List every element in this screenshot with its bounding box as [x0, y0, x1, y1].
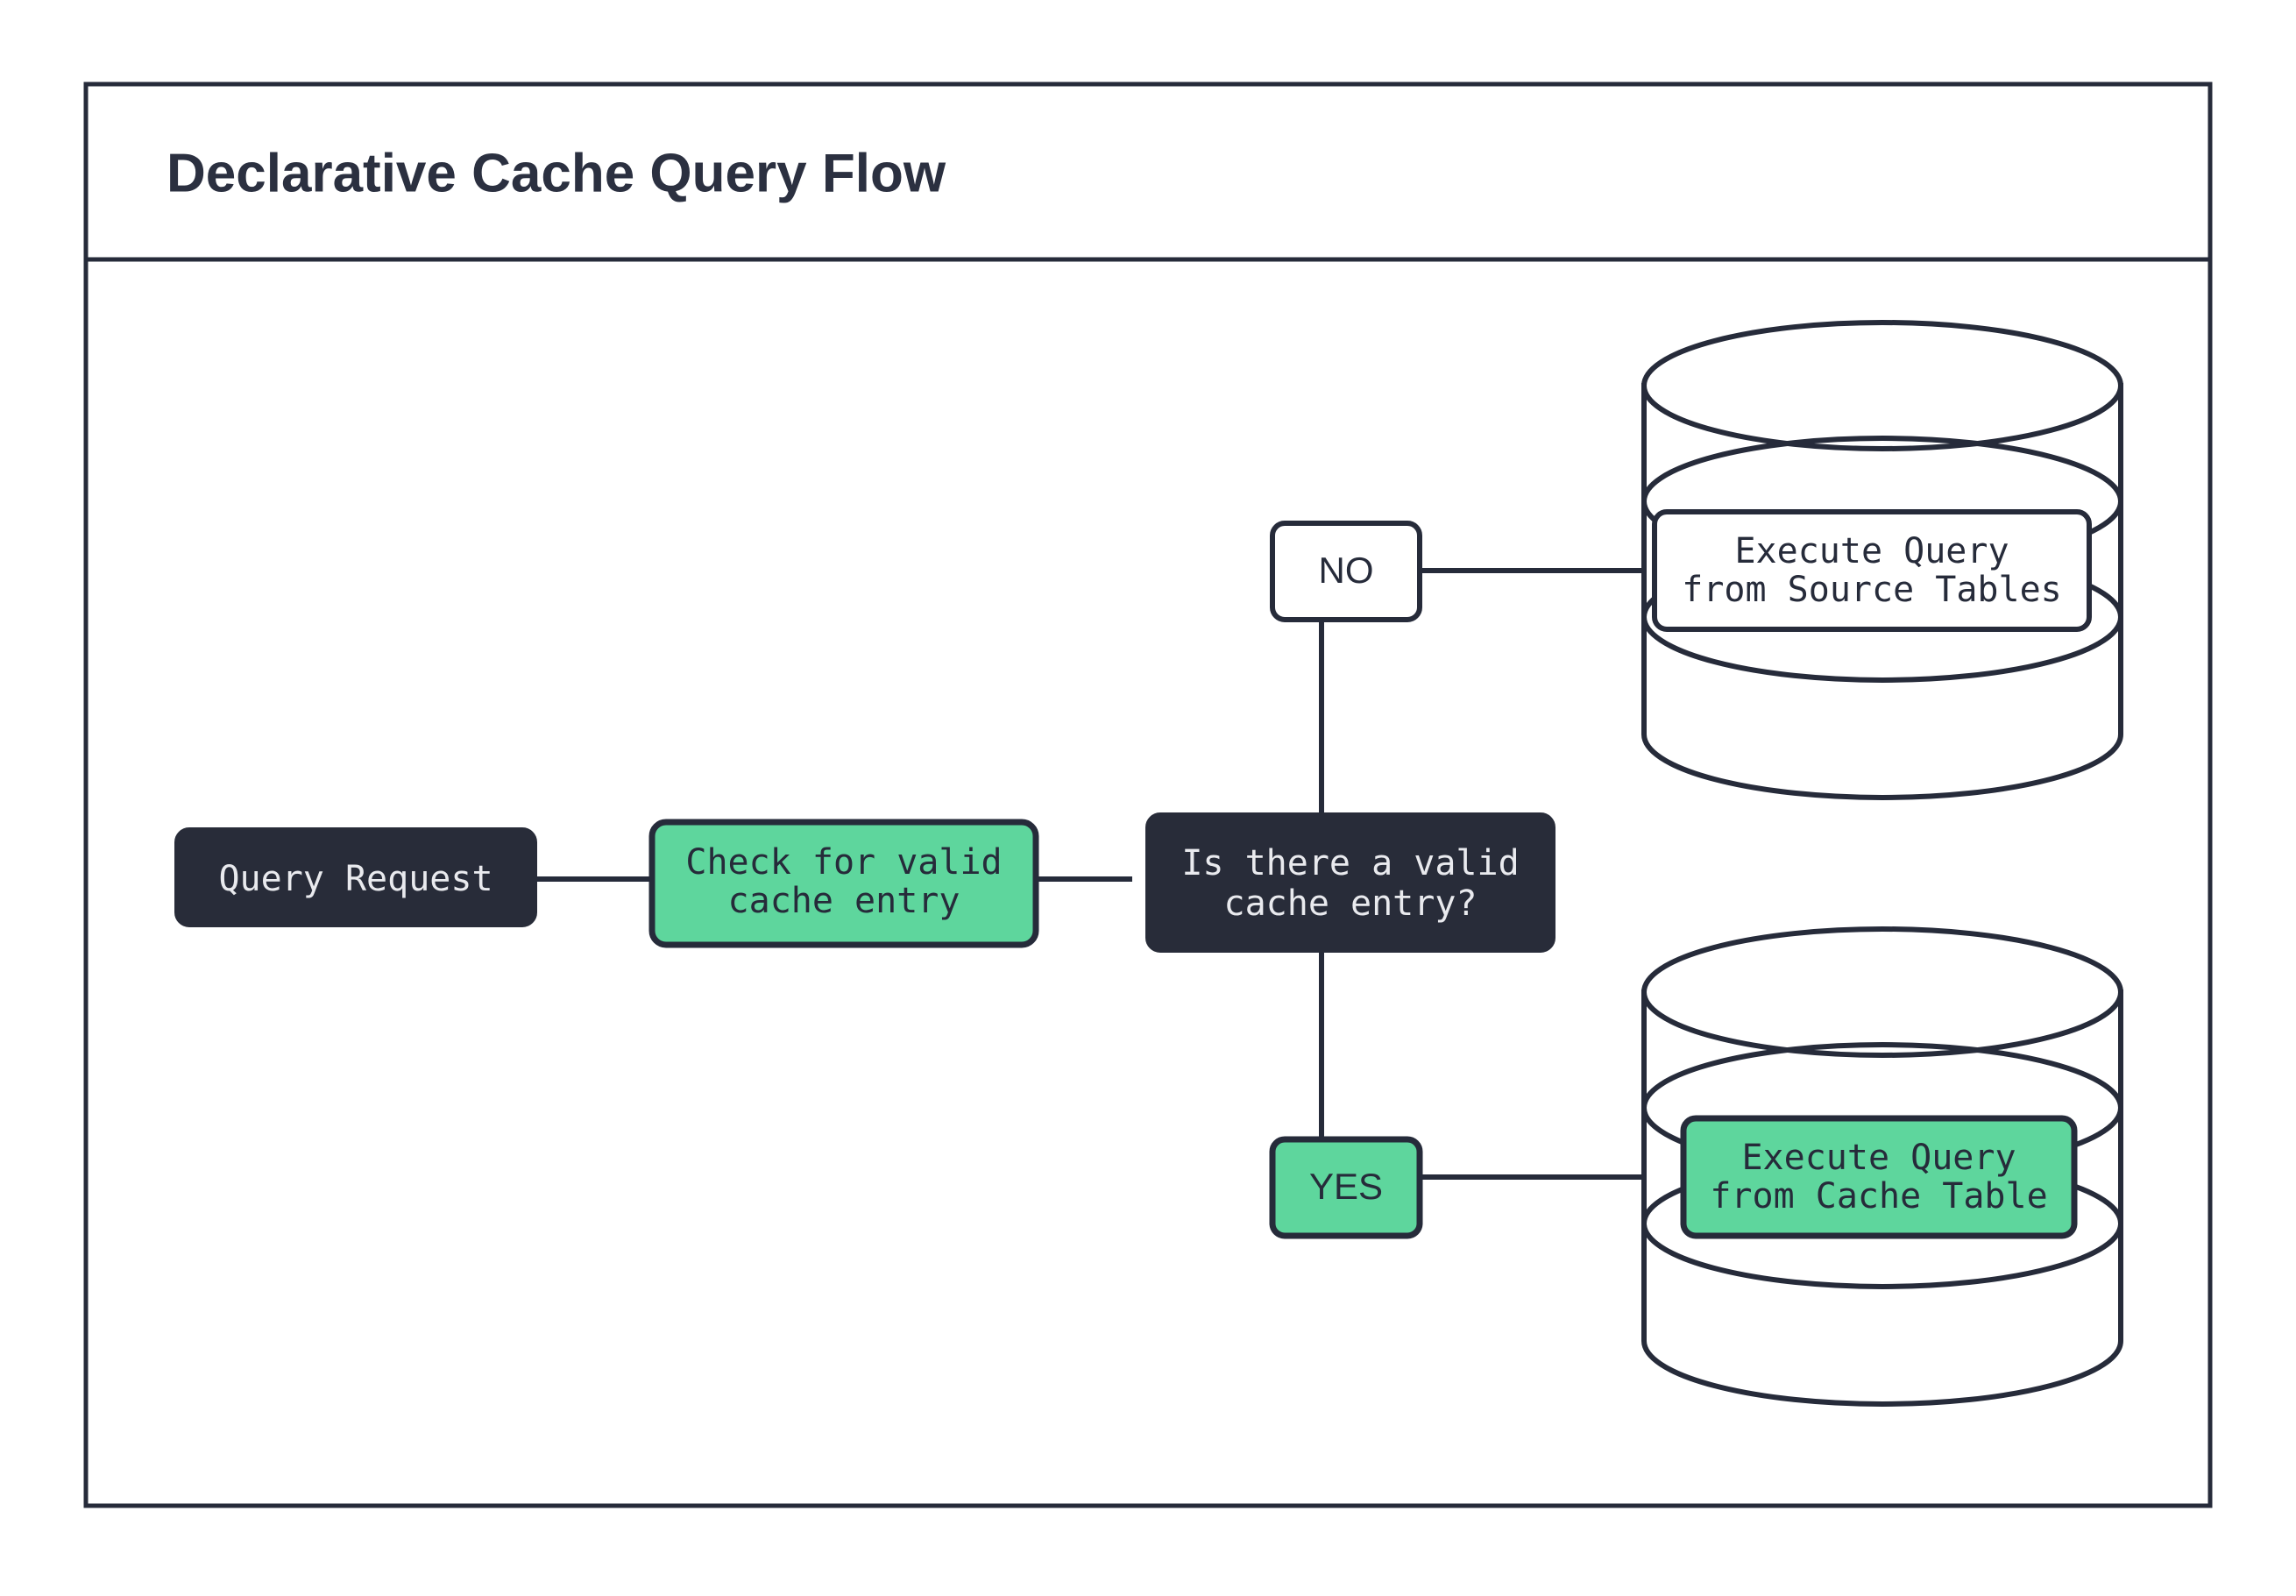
cylinder-disc-top: [1641, 320, 2123, 451]
node-query-request[interactable]: Query Request: [174, 827, 537, 927]
cylinder-disc-mid-1-back: [1641, 436, 2123, 502]
cache-db-label-box: [1680, 1115, 2078, 1239]
yes-branch-text: YES: [1309, 1166, 1383, 1207]
decision-label-line2: cache entry?: [1224, 883, 1478, 924]
cache-db-label-line2: from Cache Table: [1710, 1176, 2047, 1217]
check-cache-box[interactable]: [648, 819, 1039, 948]
branch-label-yes[interactable]: YES: [1269, 1136, 1423, 1239]
diagram-frame: [83, 82, 2213, 1508]
node-check-cache-entry[interactable]: Check for valid cache entry: [648, 819, 1039, 948]
cache-db-label-line1: Execute Query: [1741, 1138, 2016, 1178]
decision-box[interactable]: [1145, 812, 1555, 953]
cylinder-disc-mid-2: [1641, 616, 2123, 683]
source-db-label-line2: from Source Tables: [1682, 570, 2061, 610]
node-decision-valid-cache[interactable]: Is there a valid cache entry?: [1145, 812, 1555, 953]
source-db-label-line1: Execute Query: [1734, 531, 2009, 571]
cylinder-disc-mid-4: [1641, 1223, 2123, 1289]
cylinder-disc-top-2: [1641, 926, 2123, 1058]
yes-branch-box[interactable]: [1269, 1136, 1423, 1239]
source-tables-database: Execute Query from Source Tables: [1641, 320, 2123, 800]
query-request-label: Query Request: [218, 859, 493, 899]
check-cache-label-line2: cache entry: [728, 881, 960, 921]
decision-label-line1: Is there a valid: [1181, 843, 1519, 883]
page-title: Declarative Cache Query Flow: [167, 143, 946, 203]
source-db-label-box: [1652, 509, 2092, 632]
cylinder-disc-mid-3-back: [1641, 1042, 2123, 1109]
cache-table-database: Execute Query from Cache Table: [1641, 926, 2123, 1407]
no-branch-text: NO: [1319, 550, 1374, 591]
check-cache-label-line1: Check for valid: [685, 842, 1002, 883]
query-request-box[interactable]: [174, 827, 537, 927]
no-branch-box[interactable]: [1270, 521, 1422, 622]
branch-label-no[interactable]: NO: [1270, 521, 1422, 622]
